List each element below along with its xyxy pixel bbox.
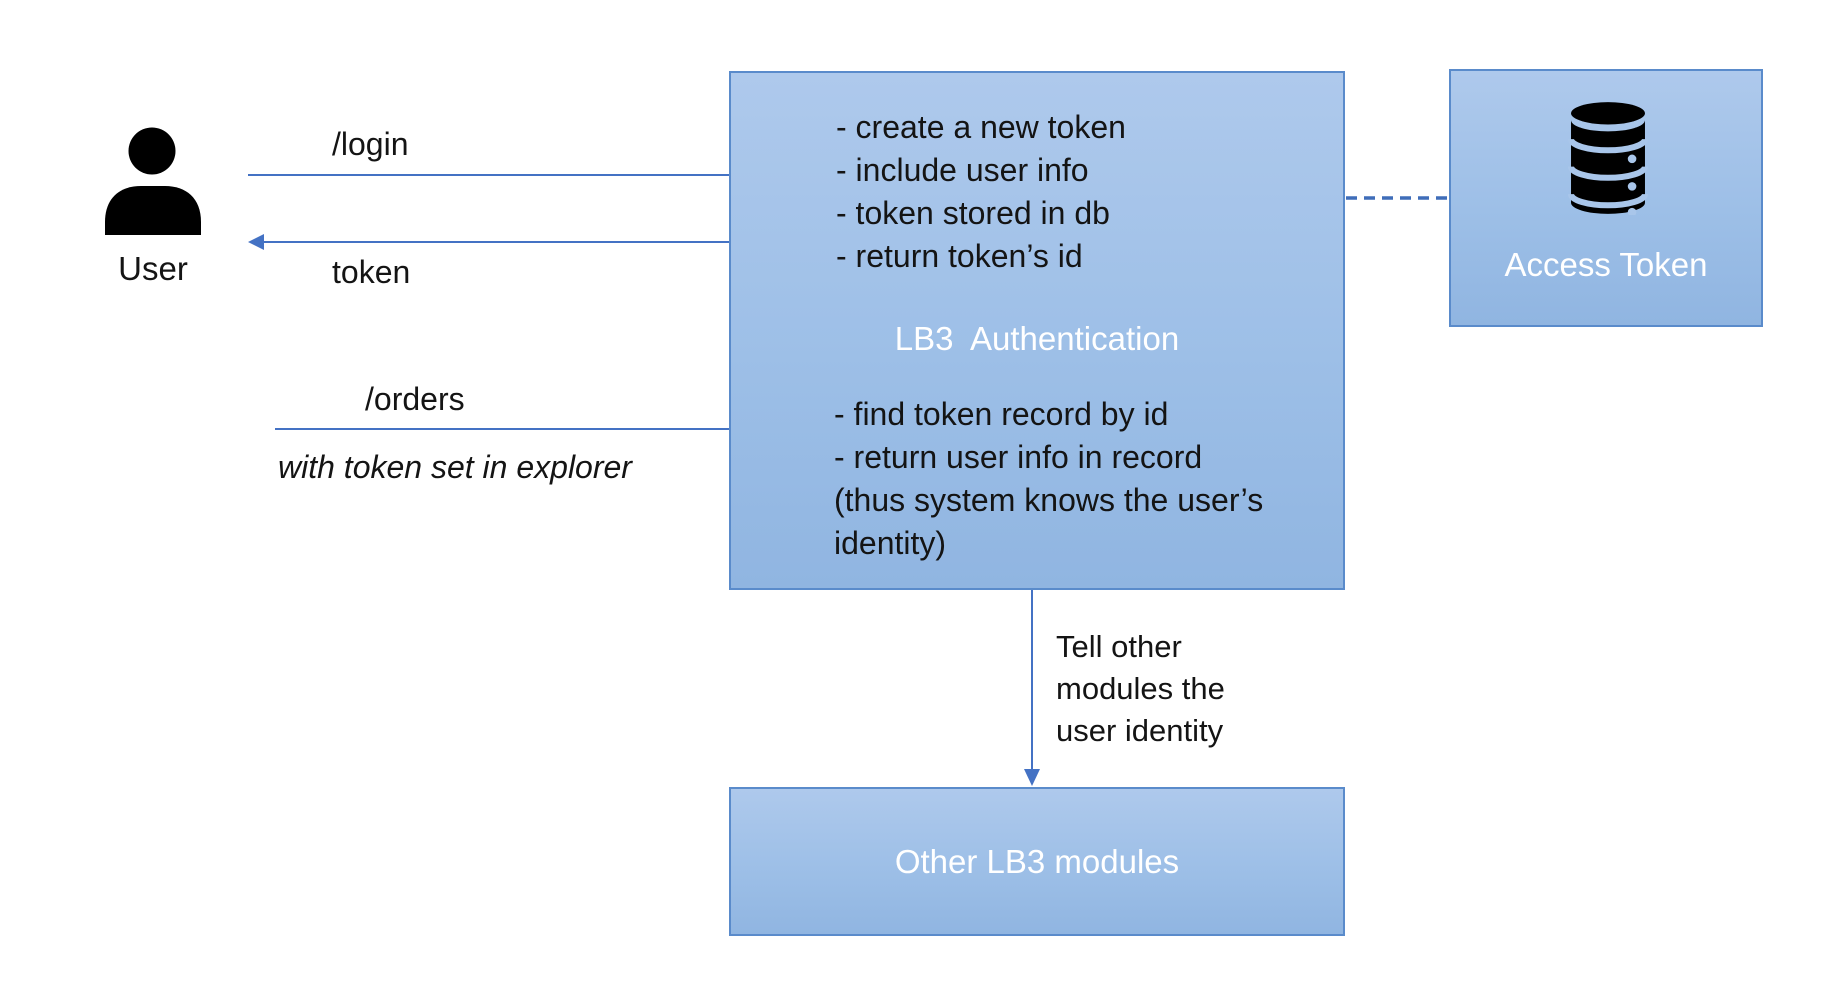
token-label: token [332, 254, 411, 290]
auth-login-steps: - create a new token - include user info… [836, 106, 1126, 278]
auth-box: - create a new token - include user info… [729, 71, 1345, 590]
orders-note: with token set in explorer [278, 449, 632, 485]
auth-step: - token stored in db [836, 195, 1110, 231]
identity-arrow-note: Tell other modules the user identity [1056, 629, 1225, 748]
modules-box: Other LB3 modules [729, 787, 1345, 936]
auth-step: - return token’s id [836, 238, 1083, 274]
login-arrow [248, 167, 790, 183]
orders-label: /orders [365, 381, 465, 417]
database-icon [1568, 102, 1648, 215]
auth-step: - include user info [836, 152, 1089, 188]
auth-orders-steps: - find token record by id - return user … [834, 393, 1263, 565]
user-label: User [118, 250, 188, 287]
token-arrow [248, 234, 790, 250]
login-label: /login [332, 126, 409, 162]
auth-step: identity) [834, 525, 947, 561]
orders-arrow [275, 421, 788, 437]
auth-step: - find token record by id [834, 396, 1169, 432]
user-icon [105, 127, 201, 235]
modules-box-label: Other LB3 modules [894, 842, 1180, 880]
access-token-label: Access Token [1504, 246, 1708, 283]
auth-box-title: LB3 Authentication [894, 320, 1180, 357]
auth-step: - return user info in record [834, 439, 1203, 475]
auth-step: (thus system knows the user’s [834, 482, 1264, 518]
auth-step: - create a new token [836, 109, 1126, 145]
access-token-box: Access Token [1449, 69, 1763, 327]
